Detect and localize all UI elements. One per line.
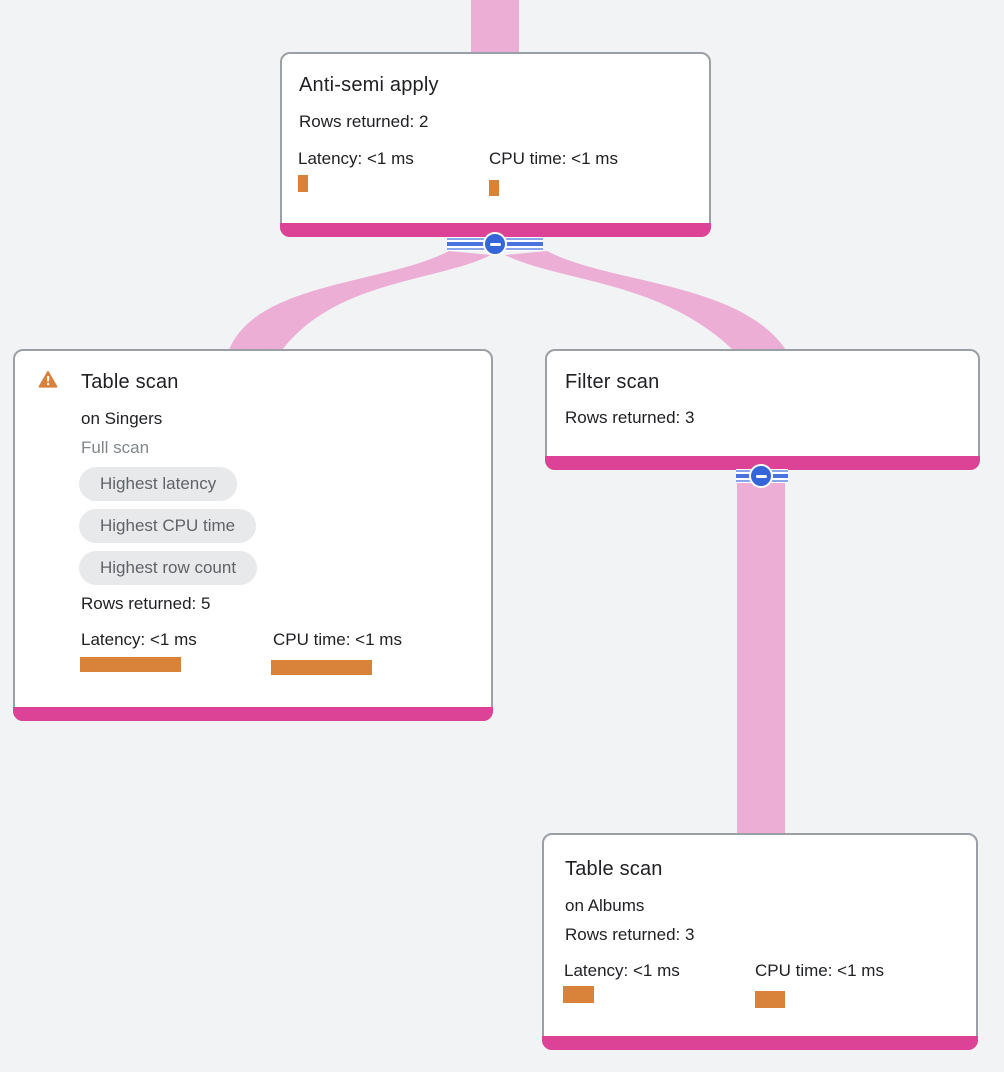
node-title: Table scan [81,371,179,393]
latency-label: Latency: <1 ms [564,961,680,980]
node-title: Anti-semi apply [299,74,439,96]
node-table-scan-singers[interactable]: Table scan on Singers Full scan Highest … [13,349,493,721]
scan-target: on Singers [81,409,163,428]
node-accent-bar [280,223,711,237]
minus-icon [489,242,501,246]
cpu-time-label: CPU time: <1 ms [489,149,618,168]
badge-highest-cpu-time: Highest CPU time [79,509,257,543]
collapse-button[interactable] [483,232,507,256]
node-accent-bar [13,707,493,721]
latency-bar [80,657,181,672]
latency-bar [563,986,594,1003]
cpu-time-label: CPU time: <1 ms [273,630,402,649]
latency-label: Latency: <1 ms [298,149,414,168]
node-accent-bar [545,456,980,470]
rows-returned: Rows returned: 3 [565,925,695,944]
node-anti-semi-apply[interactable]: Anti-semi apply Rows returned: 2 Latency… [280,52,711,237]
cpu-time-bar [489,180,499,196]
latency-label: Latency: <1 ms [81,630,197,649]
badge-highest-row-count: Highest row count [79,551,258,585]
rows-returned: Rows returned: 3 [565,408,695,427]
node-accent-bar [542,1036,978,1050]
collapse-button[interactable] [749,464,773,488]
rows-returned: Rows returned: 5 [81,594,211,613]
cpu-time-label: CPU time: <1 ms [755,961,884,980]
node-filter-scan[interactable]: Filter scan Rows returned: 3 [545,349,980,470]
minus-icon [755,474,767,478]
rows-returned: Rows returned: 2 [299,112,429,131]
edge-into-root [471,0,519,54]
cpu-time-bar [271,660,372,675]
edge-root-to-table-scan-singers [229,251,491,350]
node-table-scan-albums[interactable]: Table scan on Albums Rows returned: 3 La… [542,833,978,1050]
scan-target: on Albums [565,896,645,915]
scan-mode: Full scan [81,438,150,457]
badge-highest-latency: Highest latency [79,467,238,501]
warning-icon [38,371,58,388]
edge-filter-to-table-scan-albums [737,460,785,835]
node-title: Filter scan [565,371,660,393]
latency-bar [298,175,308,192]
cpu-time-bar [755,991,785,1008]
node-title: Table scan [565,858,663,880]
edge-root-to-filter-scan [505,251,786,350]
